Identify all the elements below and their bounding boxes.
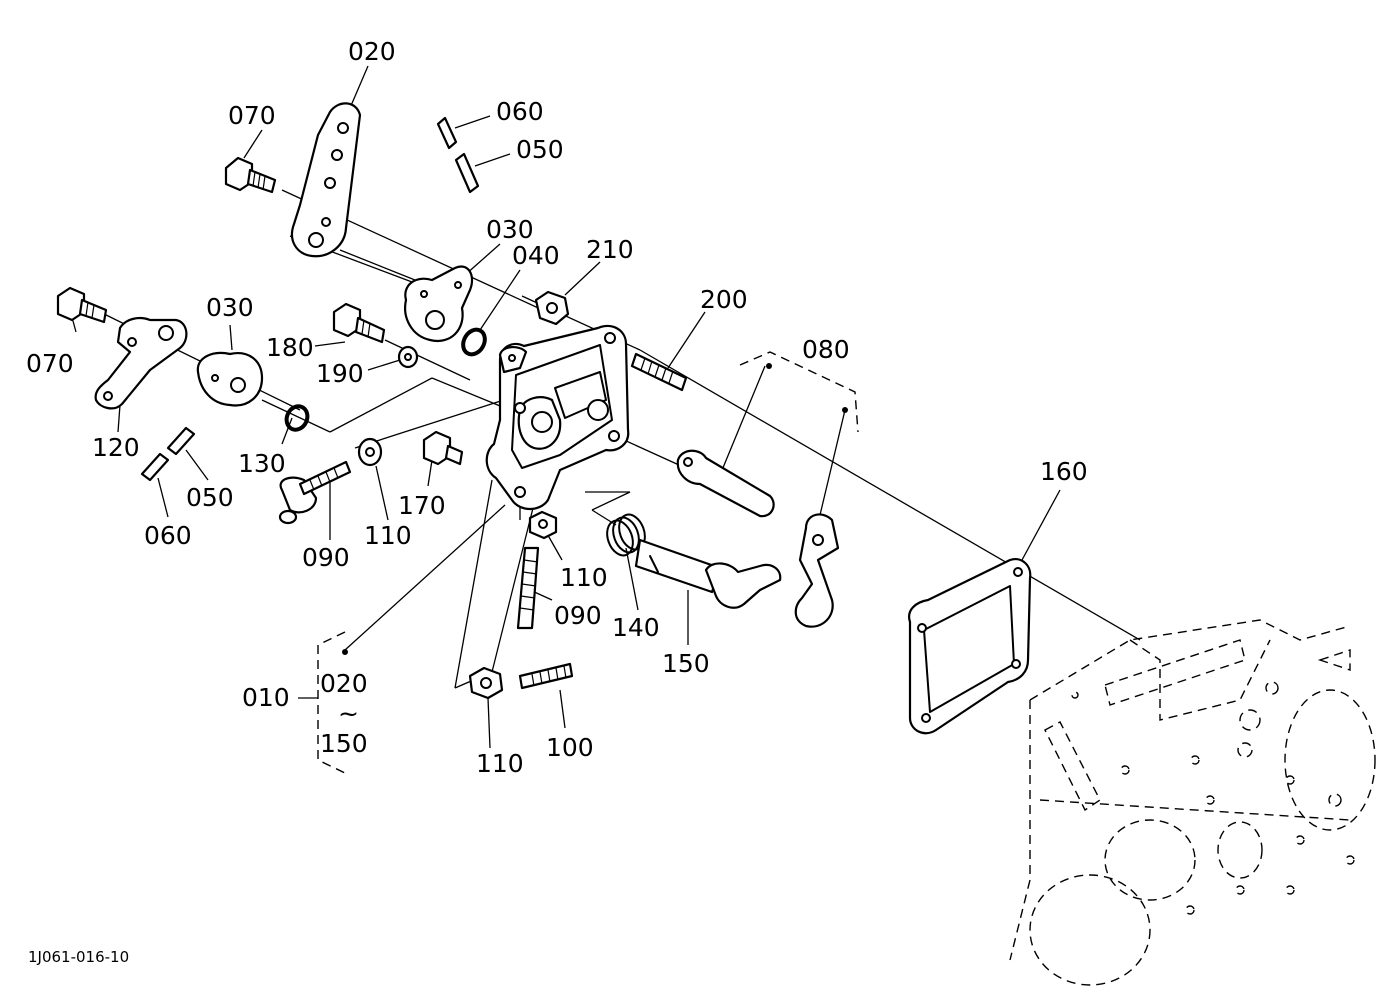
label-090-a: 090 <box>302 543 350 572</box>
label-090-b: 090 <box>554 601 602 630</box>
label-060-left: 060 <box>144 521 192 550</box>
screw-090-vertical <box>516 546 540 630</box>
label-200: 200 <box>700 285 748 314</box>
label-110-a: 110 <box>364 521 412 550</box>
label-170: 170 <box>398 491 446 520</box>
bolt-070-left <box>56 286 108 324</box>
engine-block <box>1009 619 1376 986</box>
pins-left <box>140 426 196 482</box>
label-030-left: 030 <box>206 293 254 322</box>
nut-110-upper <box>357 437 383 467</box>
pins-top <box>436 116 480 194</box>
label-190: 190 <box>316 359 364 388</box>
lever-120 <box>94 317 188 410</box>
label-050-top: 050 <box>516 135 564 164</box>
housing-010 <box>485 324 630 511</box>
label-030-mid: 030 <box>486 215 534 244</box>
part-labels: 020 070 060 050 030 040 210 030 200 180 … <box>26 37 1088 966</box>
o-ring-040 <box>461 327 487 357</box>
label-110-c: 110 <box>476 749 524 778</box>
label-020-range: 020 <box>320 669 368 698</box>
label-130: 130 <box>238 449 286 478</box>
screw-090-left <box>278 460 352 525</box>
stud-200 <box>630 352 688 392</box>
label-050-left: 050 <box>186 483 234 512</box>
bolt-180 <box>332 302 386 344</box>
cam-030-left <box>196 351 264 407</box>
bolt-170 <box>422 430 464 466</box>
label-210: 210 <box>586 235 634 264</box>
label-110-b: 110 <box>560 563 608 592</box>
o-ring-130 <box>284 404 310 432</box>
drawing-code: 1J061-016-10 <box>28 948 129 966</box>
cam-030-mid <box>404 265 474 343</box>
label-160: 160 <box>1040 457 1088 486</box>
bracket-010 <box>317 631 348 774</box>
nut-110-lower <box>468 666 504 700</box>
lever-020 <box>290 102 362 258</box>
label-120: 120 <box>92 433 140 462</box>
screw-100 <box>518 662 574 690</box>
label-060-top: 060 <box>496 97 544 126</box>
label-010: 010 <box>242 683 290 712</box>
shaft-150 <box>634 538 782 609</box>
label-tilde: ~ <box>338 699 359 728</box>
label-070-left: 070 <box>26 349 74 378</box>
label-100: 100 <box>546 733 594 762</box>
gasket-160 <box>908 558 1032 735</box>
bracket-080 <box>739 351 859 433</box>
label-150-range: 150 <box>320 729 368 758</box>
nut-110-mid <box>528 510 558 540</box>
label-080: 080 <box>802 335 850 364</box>
label-140: 140 <box>612 613 660 642</box>
label-180: 180 <box>266 333 314 362</box>
nut-210 <box>534 290 570 326</box>
label-070-top: 070 <box>228 101 276 130</box>
label-150: 150 <box>662 649 710 678</box>
label-020-top: 020 <box>348 37 396 66</box>
label-040: 040 <box>512 241 560 270</box>
lever-080 <box>676 449 840 628</box>
bolt-070-top <box>224 156 277 194</box>
